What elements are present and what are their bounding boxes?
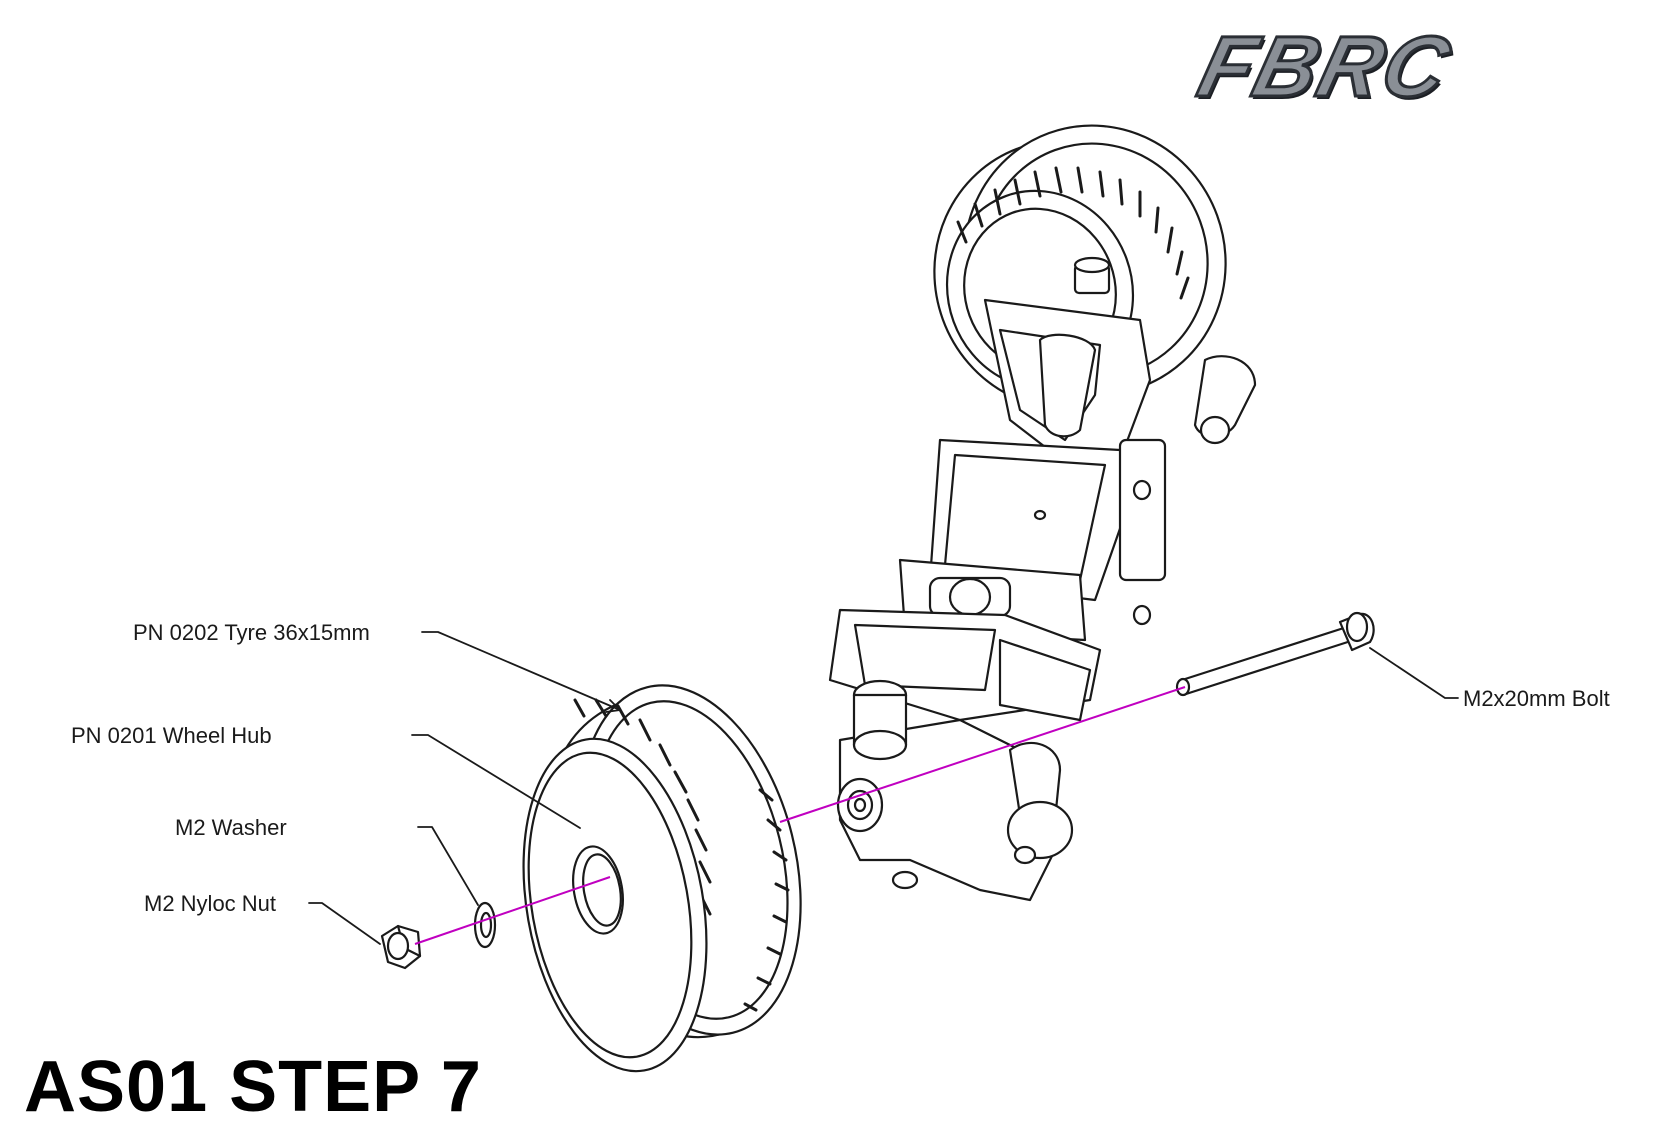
m2-washer	[473, 901, 497, 949]
step-title: AS01 STEP 7	[24, 1047, 482, 1127]
callout-bolt: M2x20mm Bolt	[1463, 686, 1610, 711]
m2-nyloc-nut	[380, 924, 422, 970]
callout-wheel-hub: PN 0201 Wheel Hub	[71, 723, 272, 748]
callout-nyloc-nut: M2 Nyloc Nut	[144, 891, 277, 916]
assembly-axis	[414, 686, 1186, 945]
m2x20-bolt	[1175, 611, 1375, 697]
hub-carrier	[836, 679, 1074, 902]
chassis-arm	[828, 298, 1257, 722]
callout-tyre: PN 0202 Tyre 36x15mm	[133, 620, 370, 645]
leader-lines	[308, 631, 1459, 945]
callout-washer: M2 Washer	[175, 815, 287, 840]
